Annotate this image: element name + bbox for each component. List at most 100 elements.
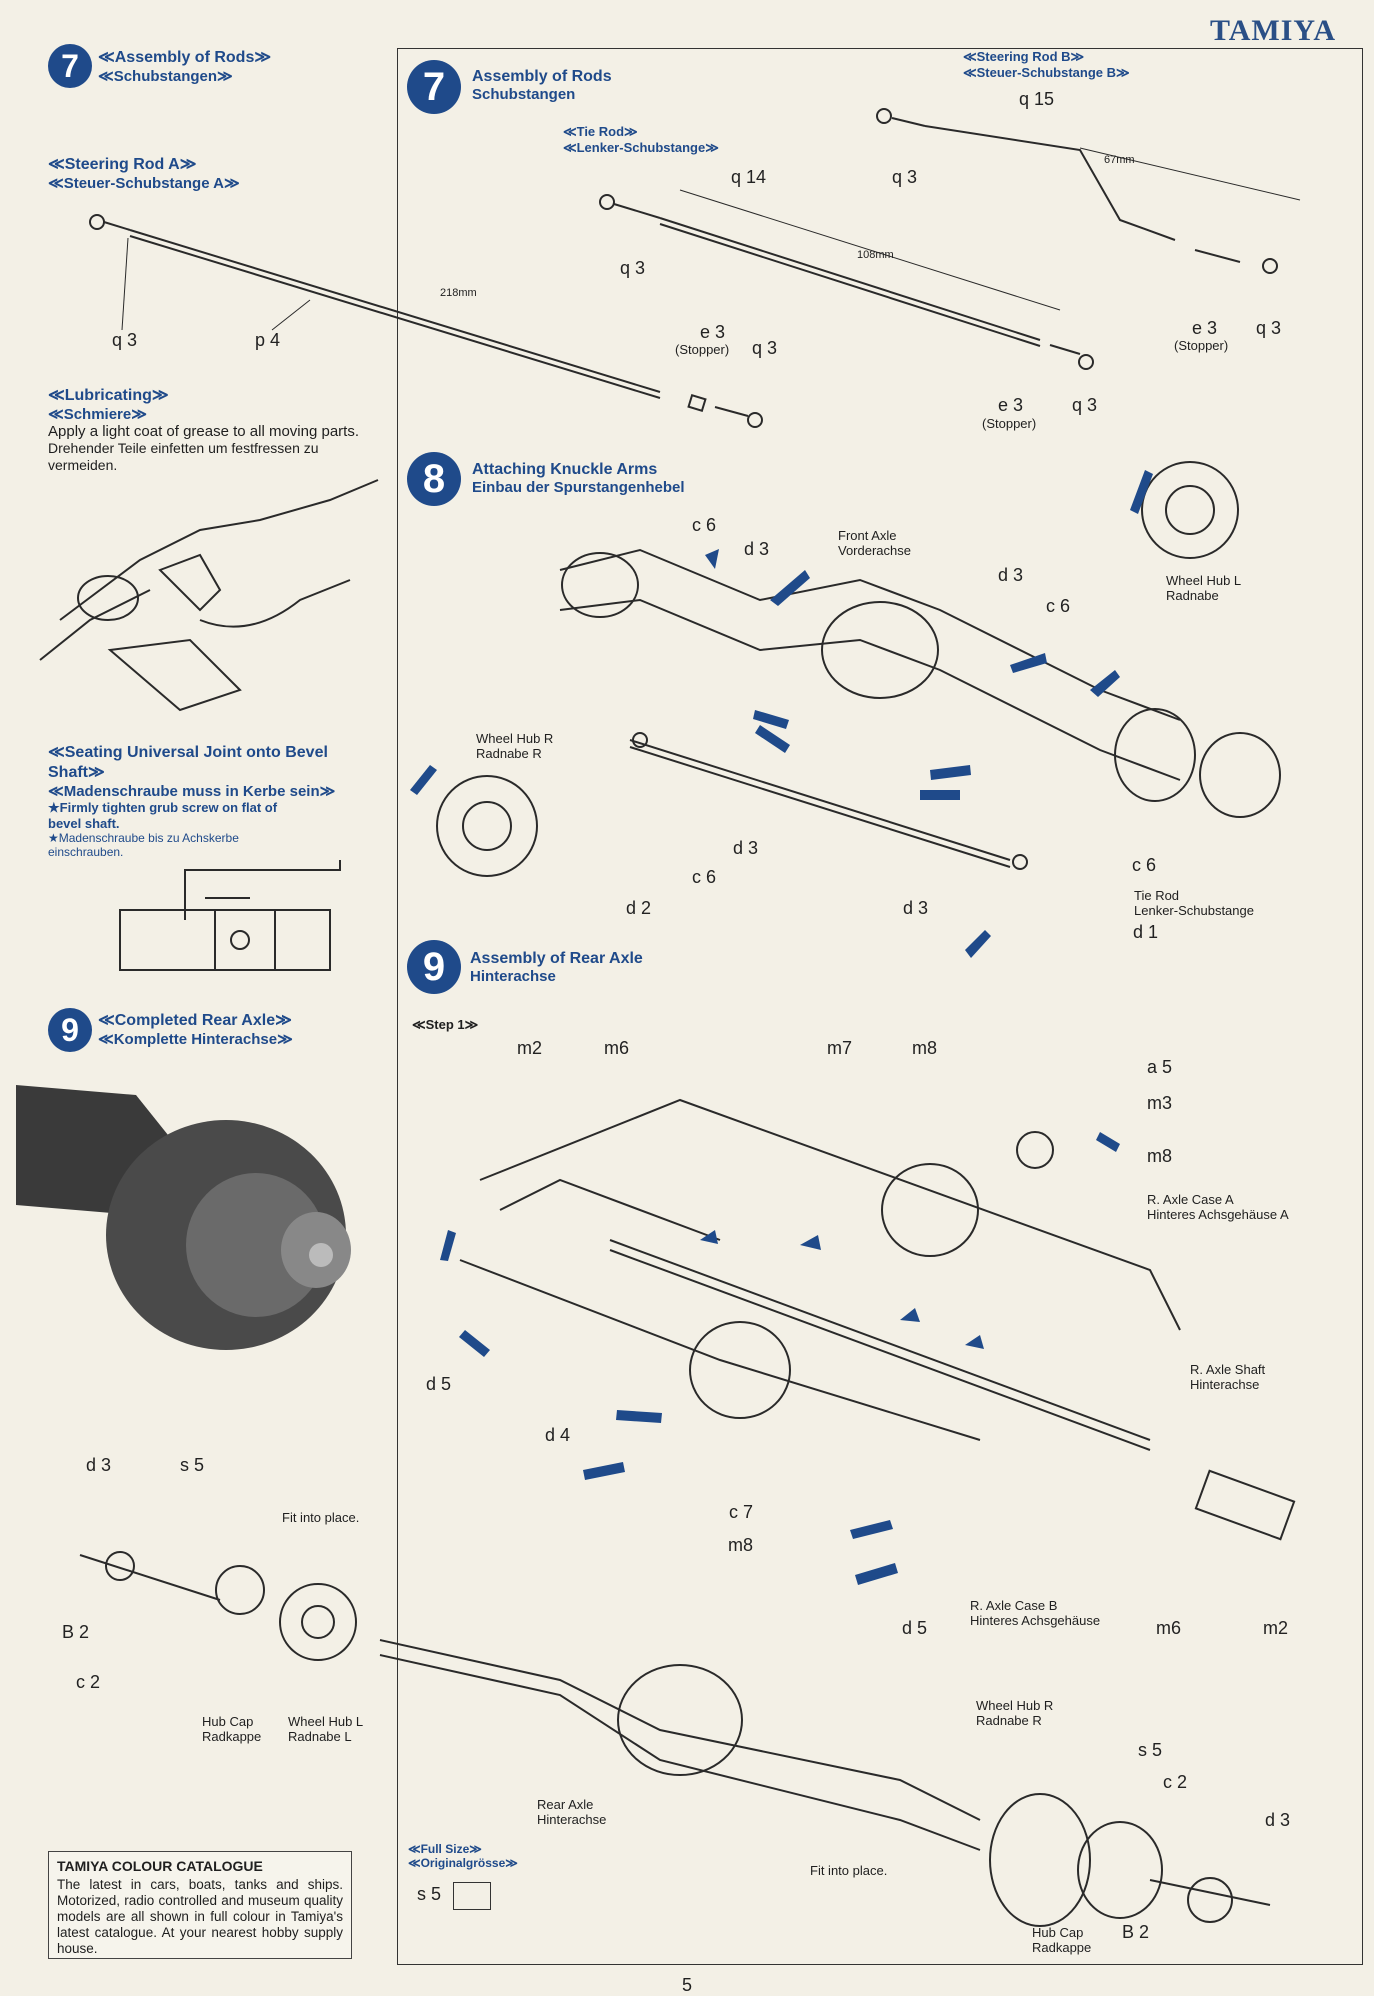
part-a5: a 5 [1147, 1057, 1173, 1077]
r-axle-shaft-en: R. Axle Shaft [1190, 1362, 1266, 1377]
wheel-hub-l-de: Radnabe L [288, 1729, 352, 1744]
part-e3-left: e 3 [700, 322, 726, 342]
seating-title-de: ≪Madenschraube muss in Kerbe sein≫ [48, 783, 336, 800]
part-c2-left: c 2 [76, 1672, 101, 1692]
left-step7-title: ≪Assembly of Rods≫ ≪Schubstangen≫ [98, 47, 271, 85]
lubricating-drawing [39, 479, 379, 712]
step9-title: Assembly of Rear Axle Hinterachse [470, 950, 643, 985]
part-q3-tie-left: q 3 [620, 258, 646, 278]
step-9-number-left: 9 [48, 1008, 92, 1052]
part-c7: c 7 [729, 1502, 754, 1522]
tie-rod-de-step8: Lenker-Schubstange [1134, 903, 1254, 918]
tie-rod-drawing [599, 194, 1094, 370]
right-step7-title-de: Schubstangen [472, 86, 576, 103]
part-m7: m7 [827, 1038, 853, 1058]
full-size-de: ≪Originalgrösse≫ [408, 1856, 518, 1870]
r-axle-case-a-de: Hinteres Achsgehäuse A [1147, 1207, 1289, 1222]
r-axle-case-a-label: R. Axle Case A Hinteres Achsgehäuse A [1147, 1192, 1289, 1222]
step8-title-en: Attaching Knuckle Arms [472, 461, 658, 478]
wheel-hub-r-en-step8: Wheel Hub R [476, 731, 554, 746]
hub-cap-label-left: Hub Cap Radkappe [202, 1714, 261, 1744]
steering-rod-a-drawing [89, 214, 763, 428]
page-number: 5 [682, 1975, 693, 1995]
part-m2-top: m2 [517, 1038, 543, 1058]
rear-axle-exploded-drawing [79, 1551, 1271, 1927]
right-step7-title: Assembly of Rods Schubstangen [472, 68, 612, 103]
part-p4: p 4 [255, 330, 281, 350]
part-s5-left: s 5 [180, 1455, 205, 1475]
part-d3-right: d 3 [998, 565, 1024, 585]
part-q3-left: q 3 [112, 330, 138, 350]
part-d3-left: d 3 [86, 1455, 112, 1475]
left-step7-title-en: ≪Assembly of Rods≫ [98, 49, 272, 66]
part-d3-bottom: d 3 [903, 898, 929, 918]
wheel-hub-r-de-step8: Radnabe R [476, 746, 542, 761]
part-d5-left: d 5 [426, 1374, 452, 1394]
part-m6-bottom: m6 [1156, 1618, 1182, 1638]
wheel-hub-l-en-step8: Wheel Hub L [1166, 573, 1242, 588]
right-step7-title-en: Assembly of Rods [472, 68, 612, 85]
part-m2-bottom: m2 [1263, 1618, 1289, 1638]
part-m8-right: m8 [1147, 1146, 1173, 1166]
universal-joint-drawing [119, 860, 341, 971]
part-q3-rod-b-right: q 3 [1256, 318, 1282, 338]
rear-axle-label: Rear Axle Hinterachse [537, 1797, 606, 1827]
front-axle-label: Front Axle Vorderachse [838, 528, 911, 558]
wheel-hub-drawings [436, 461, 1239, 877]
fit-into-place-left: Fit into place. [282, 1510, 360, 1525]
part-d3-top: d 3 [744, 539, 770, 559]
seating-section: ≪Seating Universal Joint onto Bevel Shaf… [48, 742, 360, 859]
right-panel-frame [397, 48, 1363, 1965]
hub-cap-de: Radkappe [202, 1729, 262, 1744]
step8-title: Attaching Knuckle Arms Einbau der Spurst… [472, 461, 685, 496]
full-size-part-s5: s 5 [417, 1884, 442, 1904]
part-c6-bottom: c 6 [692, 867, 717, 887]
seating-note-en: ★Firmly tighten grub screw on flat of be… [48, 800, 278, 831]
part-b2-left: B 2 [62, 1622, 90, 1642]
part-q3-rod-end: q 3 [752, 338, 778, 358]
tie-rod-en-step8: Tie Rod [1134, 888, 1180, 903]
part-q14: q 14 [731, 167, 767, 187]
part-e3-tie: e 3 [998, 395, 1024, 415]
part-q15: q 15 [1019, 89, 1055, 109]
part-d3-mid: d 3 [733, 838, 759, 858]
tie-rod-dimension: 108mm [857, 249, 894, 261]
part-d1: d 1 [1133, 922, 1159, 942]
front-axle-en: Front Axle [838, 528, 897, 543]
part-c6-top: c 6 [692, 515, 717, 535]
r-axle-case-b-label: R. Axle Case B Hinteres Achsgehäuse [970, 1598, 1100, 1628]
steering-rod-b-de: ≪Steuer-Schubstange B≫ [963, 65, 1130, 80]
step1-label: ≪Step 1≫ [412, 1017, 479, 1032]
seating-note-de: ★Madenschraube bis zu Achskerbe einschra… [48, 831, 239, 859]
part-b2-right: B 2 [1122, 1922, 1150, 1942]
tie-rod-en: ≪Tie Rod≫ [563, 124, 638, 139]
step8-title-de: Einbau der Spurstangenhebel [472, 479, 685, 496]
hub-cap-de-right: Radkappe [1032, 1940, 1092, 1955]
wheel-hub-l-label-step8: Wheel Hub L Radnabe [1166, 573, 1241, 603]
rear-axle-en: Rear Axle [537, 1797, 594, 1812]
tie-rod-de: ≪Lenker-Schubstange≫ [563, 140, 719, 155]
step-7-number: 7 [48, 44, 92, 88]
r-axle-case-b-de: Hinteres Achsgehäuse [970, 1613, 1101, 1628]
left-step9-title: ≪Completed Rear Axle≫ ≪Komplette Hintera… [98, 1010, 293, 1048]
lubricating-section: ≪Lubricating≫ ≪Schmiere≫ Apply a light c… [48, 385, 366, 474]
part-d3-right-bottom: d 3 [1265, 1810, 1291, 1830]
seating-title-en: ≪Seating Universal Joint onto Bevel Shaf… [48, 744, 328, 781]
part-m8-top: m8 [912, 1038, 938, 1058]
hub-cap-en: Hub Cap [202, 1714, 254, 1729]
part-d5-bottom: d 5 [902, 1618, 928, 1638]
left-step7-title-de: ≪Schubstangen≫ [98, 68, 233, 85]
blue-arrow-markers [410, 470, 1153, 1585]
rod-b-dimension: 67mm [1104, 154, 1135, 166]
stopper-label-tie: (Stopper) [982, 416, 1037, 431]
part-s5-right: s 5 [1138, 1740, 1163, 1760]
part-m3: m3 [1147, 1093, 1173, 1113]
step-9-number-right: 9 [407, 940, 461, 994]
wheel-hub-l-de-step8: Radnabe [1166, 588, 1219, 603]
stopper-label-left: (Stopper) [675, 342, 730, 357]
step9-title-en: Assembly of Rear Axle [470, 950, 643, 967]
step-8-number: 8 [407, 452, 461, 506]
lubricating-title-de: ≪Schmiere≫ [48, 406, 147, 423]
lubricating-text-de: Drehender Teile einfetten um festfressen… [48, 440, 319, 473]
